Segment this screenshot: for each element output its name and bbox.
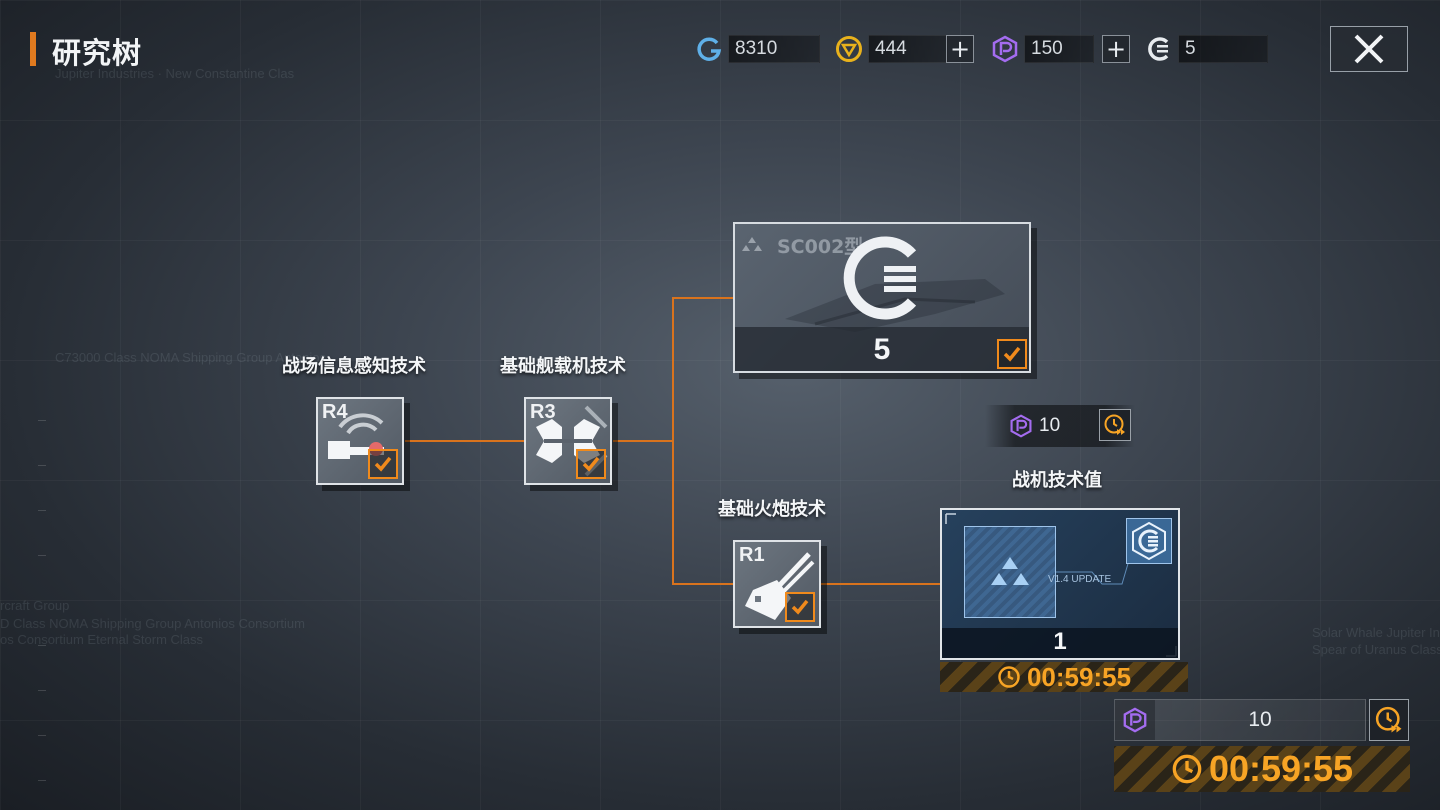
tree-connector bbox=[672, 297, 734, 299]
ruler-tick bbox=[38, 555, 46, 556]
tree-connector bbox=[821, 583, 941, 585]
rank-label: R1 bbox=[739, 544, 765, 566]
close-icon bbox=[1354, 34, 1384, 64]
card-footer bbox=[942, 628, 1178, 658]
research-queue-panel: 10 bbox=[1114, 699, 1366, 741]
bg-decor-text: Jupiter Industries · New Constantine Cla… bbox=[55, 66, 295, 81]
battlefield-tech-node[interactable]: R4 bbox=[316, 397, 404, 485]
gold-value: 444 bbox=[868, 35, 948, 63]
purple-value: 150 bbox=[1024, 35, 1094, 63]
tree-connector bbox=[613, 440, 673, 442]
carrier-tech-node[interactable]: R3 bbox=[524, 397, 612, 485]
tech-point-icon bbox=[1132, 521, 1166, 561]
close-button[interactable] bbox=[1330, 26, 1408, 72]
card-footer bbox=[735, 327, 1029, 371]
completed-check-icon bbox=[785, 592, 815, 622]
fighter-timer: 00:59:55 bbox=[940, 662, 1188, 692]
add-gold-button[interactable]: + bbox=[946, 35, 974, 63]
fighter-logo-frame bbox=[964, 526, 1056, 618]
battlefield-tech-label: 战场信息感知技术 bbox=[282, 356, 426, 377]
carrier-tech-label: 基础舰载机技术 bbox=[500, 356, 626, 377]
g-currency-icon bbox=[694, 34, 724, 64]
clock-fast-forward-icon bbox=[1104, 414, 1125, 435]
resource-purple: 150 bbox=[990, 34, 1094, 64]
completed-check-icon bbox=[576, 449, 606, 479]
fighter-tech-card[interactable]: V1.4 UPDATE 1 bbox=[940, 508, 1180, 660]
purple-p-icon bbox=[1123, 707, 1147, 733]
fighter-tech-label: 战机技术值 bbox=[1012, 470, 1102, 491]
ship-name: SC002型 bbox=[777, 236, 864, 258]
ruler-tick bbox=[38, 690, 46, 691]
ruler-tick bbox=[38, 465, 46, 466]
purple-p-icon-frame bbox=[1115, 700, 1155, 740]
bg-decor-text: Spear of Uranus Class bbox=[1312, 642, 1440, 657]
rank-label: R4 bbox=[322, 401, 348, 423]
queue-timer-value: 00:59:55 bbox=[1208, 748, 1354, 789]
clock-icon bbox=[1172, 754, 1202, 784]
title-accent-bar bbox=[30, 32, 36, 66]
cannon-icon bbox=[745, 552, 815, 620]
faction-logo-icon bbox=[991, 557, 1029, 585]
ruler-tick bbox=[38, 645, 46, 646]
fighter-cost-value: 10 bbox=[1039, 415, 1061, 436]
fighter-cost-pill: 10 bbox=[985, 405, 1135, 447]
bg-decor-text: D Class NOMA Shipping Group Antonios Con… bbox=[0, 616, 305, 631]
bg-decor-text: Solar Whale Jupiter In bbox=[1312, 625, 1440, 640]
fighter-count: 1 bbox=[1053, 628, 1067, 655]
queue-speedup-button[interactable] bbox=[1369, 699, 1409, 741]
tree-connector bbox=[405, 440, 525, 442]
artillery-tech-label: 基础火炮技术 bbox=[718, 499, 826, 520]
tech-point-value: 5 bbox=[1178, 35, 1268, 63]
fighter-speedup-button[interactable] bbox=[1099, 409, 1131, 441]
ruler-tick bbox=[38, 420, 46, 421]
bg-decor-text: C73000 Class NOMA Shipping Group Antonio… bbox=[55, 350, 326, 365]
g-currency-value: 8310 bbox=[728, 35, 820, 63]
purple-p-icon bbox=[990, 34, 1020, 64]
tech-point-badge bbox=[1126, 518, 1172, 564]
sc002-count: 5 bbox=[873, 333, 891, 366]
rank-label: R3 bbox=[530, 401, 556, 423]
add-purple-button[interactable]: + bbox=[1102, 35, 1130, 63]
ruler-tick bbox=[38, 780, 46, 781]
tree-connector bbox=[672, 297, 674, 585]
ruler-tick bbox=[38, 510, 46, 511]
bg-decor-text: rcraft Group bbox=[0, 598, 70, 613]
tree-connector bbox=[672, 583, 734, 585]
resource-tech-point: 5 bbox=[1144, 34, 1268, 64]
artillery-tech-node[interactable]: R1 bbox=[733, 540, 821, 628]
bg-decor-text: os Consortium Eternal Storm Class bbox=[0, 632, 204, 647]
clock-fast-forward-icon bbox=[1375, 706, 1402, 733]
circuit-lines bbox=[945, 513, 1177, 657]
queue-cost-value: 10 bbox=[1248, 708, 1272, 731]
completed-check-icon bbox=[368, 449, 398, 479]
page-title: 研究树 bbox=[52, 36, 143, 70]
queue-timer: 00:59:55 bbox=[1114, 746, 1410, 792]
faction-logo-icon bbox=[742, 237, 762, 251]
sc002-unlock-card[interactable]: SC002型 5 bbox=[733, 222, 1031, 373]
tech-point-icon bbox=[1144, 34, 1174, 64]
clock-icon bbox=[998, 666, 1020, 688]
completed-check-icon bbox=[997, 339, 1027, 369]
tech-point-large-icon bbox=[843, 236, 917, 320]
purple-p-icon bbox=[1010, 414, 1032, 438]
resource-gold: 444 bbox=[834, 34, 948, 64]
resource-g-currency: 8310 bbox=[694, 34, 820, 64]
ruler-tick bbox=[38, 735, 46, 736]
fighter-timer-value: 00:59:55 bbox=[1026, 661, 1132, 692]
gold-coin-icon bbox=[834, 34, 864, 64]
version-text: V1.4 UPDATE bbox=[1048, 574, 1112, 585]
ship-silhouette-icon bbox=[785, 279, 1005, 332]
